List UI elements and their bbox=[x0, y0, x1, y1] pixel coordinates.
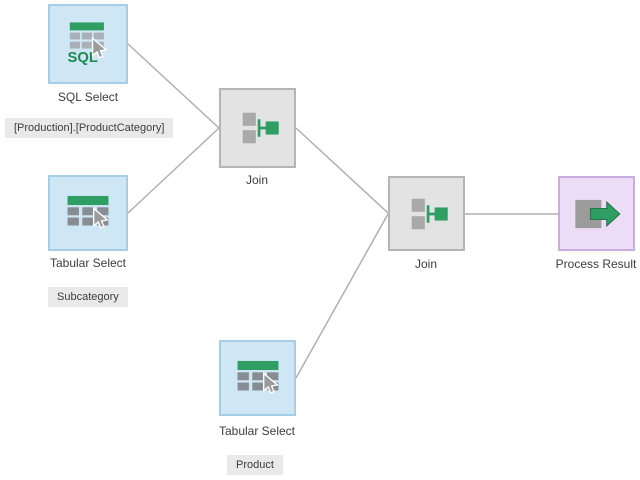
node-tabular-select-1[interactable] bbox=[48, 175, 128, 251]
node-sql-select[interactable]: SQL bbox=[48, 4, 128, 84]
node-label-tabular-select-1: Tabular Select bbox=[49, 256, 127, 270]
cursor-icon bbox=[262, 371, 279, 394]
sql-label: SQL bbox=[68, 50, 98, 66]
process-result-icon bbox=[574, 199, 621, 228]
node-label-join-2: Join bbox=[414, 257, 437, 271]
node-label-sql-select: SQL Select bbox=[57, 90, 119, 104]
node-join-1[interactable] bbox=[219, 88, 296, 168]
node-label-process-result: Process Result bbox=[555, 257, 637, 271]
node-label-tabular-select-2: Tabular Select bbox=[218, 424, 296, 438]
join-icon bbox=[242, 112, 279, 144]
cursor-icon bbox=[93, 206, 109, 229]
table-icon bbox=[237, 360, 279, 394]
connector-join1-to-join2 bbox=[295, 127, 389, 214]
table-icon bbox=[67, 195, 109, 229]
node-join-2[interactable] bbox=[388, 176, 465, 251]
sql-table-icon: SQL bbox=[68, 22, 108, 66]
annotation-subcategory: Subcategory bbox=[48, 287, 128, 307]
connector-tab1-to-join1 bbox=[127, 127, 220, 214]
cursor-icon bbox=[91, 36, 108, 59]
node-label-join-1: Join bbox=[245, 173, 268, 187]
node-process-result[interactable] bbox=[558, 176, 635, 251]
join-icon bbox=[411, 198, 448, 229]
connector-sql-to-join1 bbox=[127, 43, 220, 129]
connector-tab2-to-join2 bbox=[295, 213, 389, 379]
node-tabular-select-2[interactable] bbox=[219, 340, 296, 416]
annotation-production-productcategory: [Production].[ProductCategory] bbox=[5, 118, 174, 138]
annotation-product: Product bbox=[227, 455, 283, 475]
